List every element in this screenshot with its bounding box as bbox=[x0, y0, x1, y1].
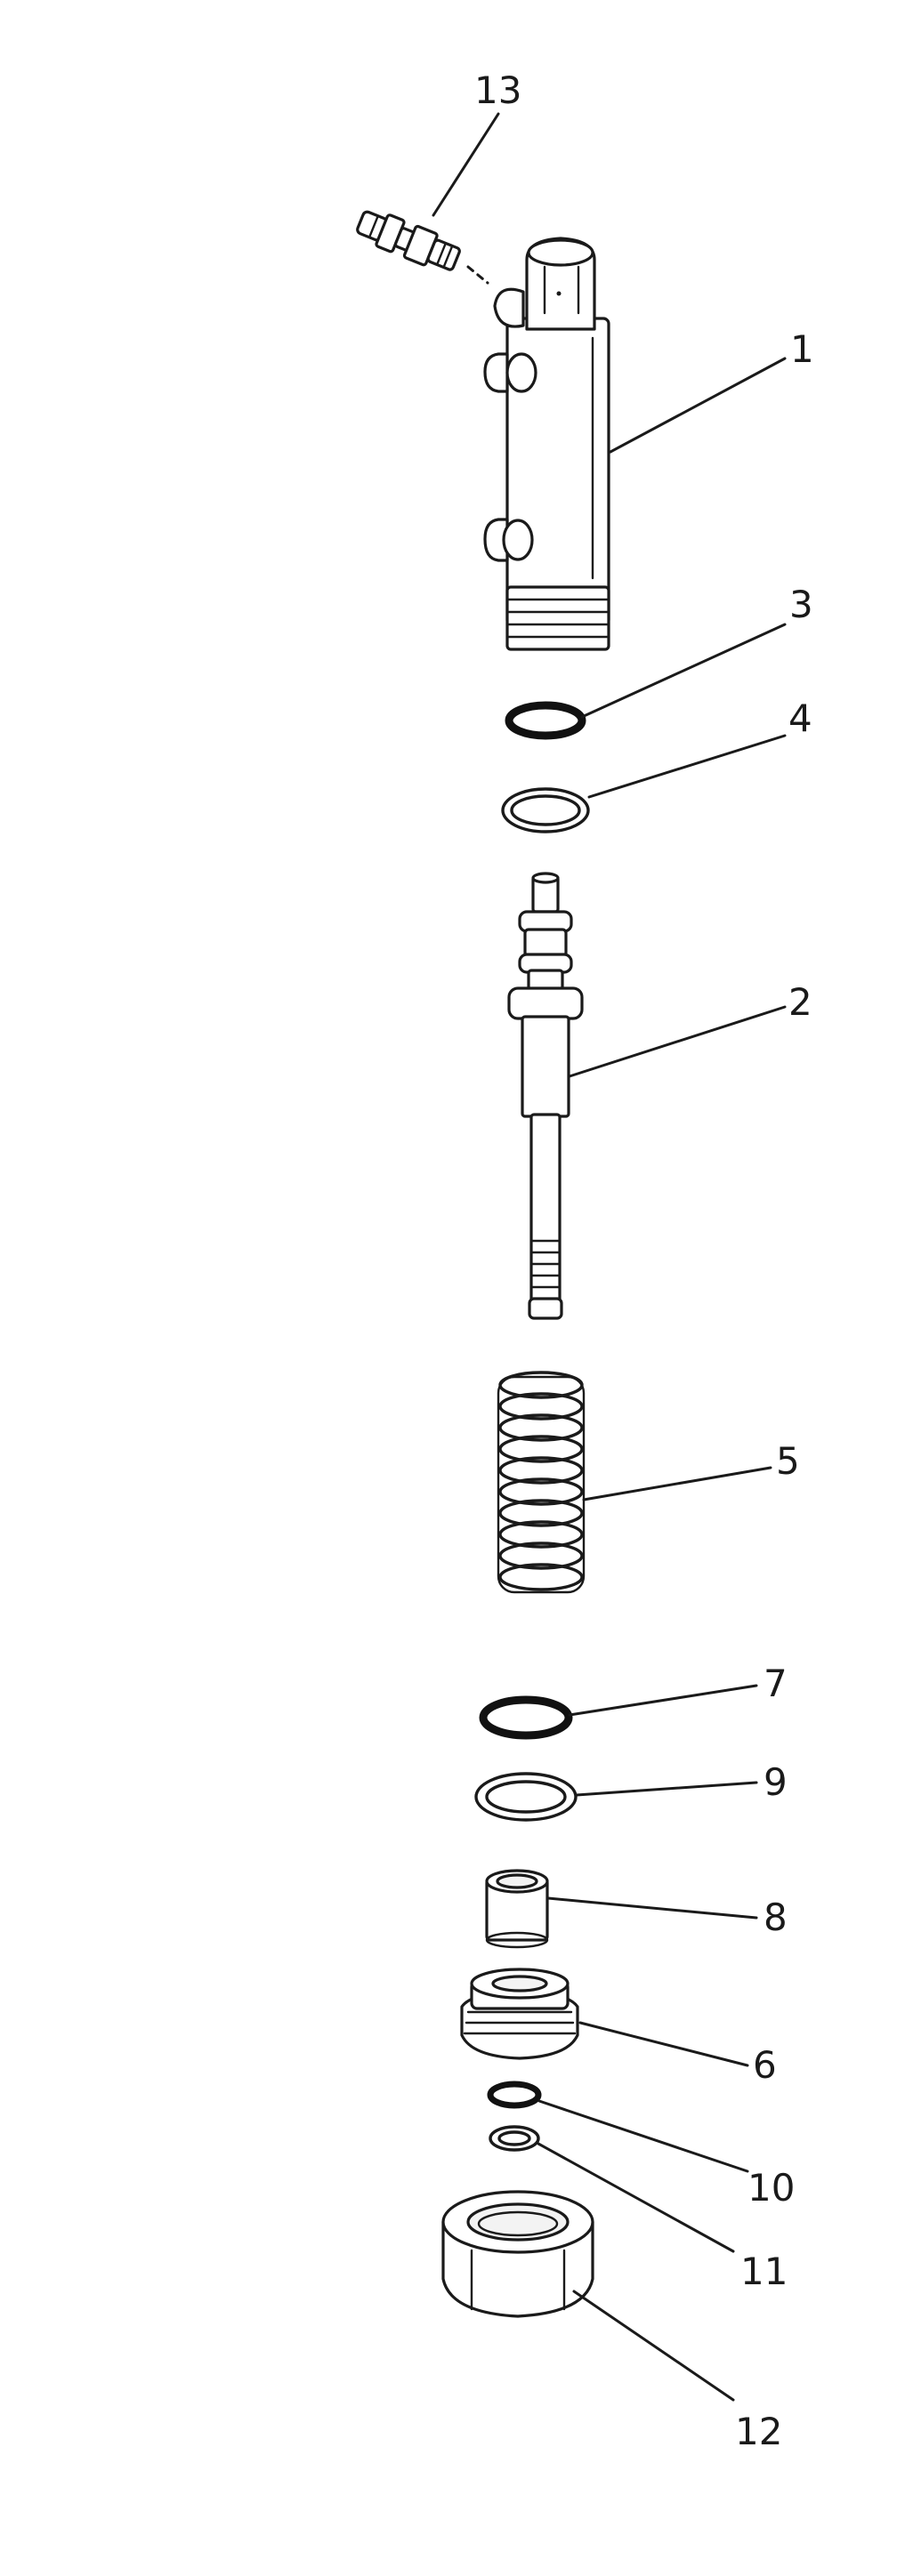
part-10-o-ring bbox=[487, 2081, 542, 2109]
part-1-cylinder-body bbox=[483, 237, 610, 651]
leader-9 bbox=[575, 1781, 758, 1797]
leader-1 bbox=[609, 357, 787, 454]
part-12-cap-nut bbox=[441, 2190, 594, 2318]
callout-11: 11 bbox=[740, 2250, 788, 2293]
leader-13 bbox=[432, 112, 500, 217]
part-13-grease-fitting bbox=[356, 210, 461, 271]
part-3-o-ring bbox=[505, 701, 586, 740]
callout-12: 12 bbox=[735, 2410, 782, 2453]
callout-3: 3 bbox=[789, 583, 813, 626]
leader-6 bbox=[578, 2021, 749, 2067]
callout-4: 4 bbox=[788, 696, 812, 740]
part-5-coil-spring bbox=[497, 1371, 586, 1594]
part-4-backup-ring bbox=[501, 787, 590, 833]
part-9-backup-ring bbox=[474, 1772, 578, 1822]
part-2-spool bbox=[507, 872, 584, 1320]
callout-13: 13 bbox=[474, 68, 521, 112]
leader-11 bbox=[537, 2142, 735, 2253]
callout-8: 7 bbox=[764, 1662, 788, 1705]
part-13-axis bbox=[466, 265, 489, 285]
callout-7: 8 bbox=[764, 1896, 788, 1939]
leader-8 bbox=[568, 1684, 758, 1717]
leader-7 bbox=[546, 1896, 758, 1920]
part-6-plug bbox=[460, 1968, 579, 2060]
leader-4 bbox=[587, 734, 787, 799]
callout-6: 6 bbox=[753, 2043, 777, 2087]
leader-12 bbox=[572, 2290, 735, 2402]
leader-5 bbox=[582, 1466, 772, 1501]
callout-10: 10 bbox=[747, 2166, 795, 2210]
part-11-backup-ring bbox=[489, 2125, 540, 2152]
callout-5: 5 bbox=[776, 1439, 800, 1483]
part-8-o-ring bbox=[479, 1695, 573, 1740]
callout-2: 2 bbox=[788, 980, 812, 1024]
part-7-sleeve bbox=[485, 1869, 549, 1949]
leader-3 bbox=[580, 623, 787, 719]
callout-9: 9 bbox=[764, 1760, 788, 1804]
leader-2 bbox=[568, 1005, 787, 1078]
callout-1: 1 bbox=[790, 327, 814, 371]
leader-10 bbox=[537, 2099, 749, 2173]
